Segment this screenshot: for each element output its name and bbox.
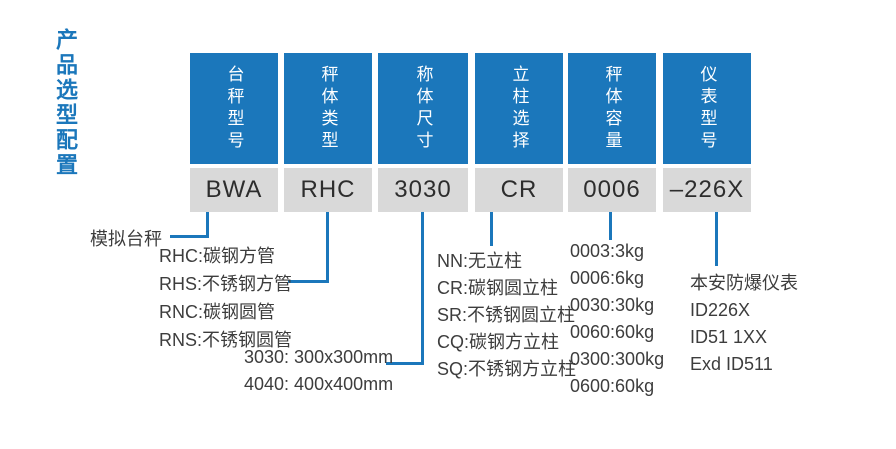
column-header-label: 称体尺寸 <box>413 64 433 153</box>
column-options-list: NN:无立柱 CR:碳钢圆立柱 SR:不锈钢圆立柱 CQ:碳钢方立柱 SQ:不锈… <box>437 248 576 383</box>
capacity-options-list: 0003:3kg 0006:6kg 0030:30kg 0060:60kg 03… <box>570 238 664 400</box>
column-header-capacity: 秤体容量 <box>568 53 656 164</box>
capacity-option: 0060:60kg <box>570 322 655 342</box>
column-option: CQ:碳钢方立柱 <box>437 332 560 352</box>
column-header-label: 仪表型号 <box>697 64 717 153</box>
capacity-option: 0003:3kg <box>570 241 645 261</box>
indicator-options-list: 本安防爆仪表 ID226X ID51 1XX Exd ID511 <box>690 270 798 378</box>
page-title: 产品选型配置 <box>53 28 78 178</box>
indicator-option: ID51 1XX <box>690 327 768 347</box>
value-cell-body-size: 3030 <box>378 168 468 212</box>
connector-line-body-type-horizontal <box>288 280 329 283</box>
column-header-body-type: 秤体类型 <box>284 53 372 164</box>
value-cell-indicator-model: –226X <box>663 168 751 212</box>
connector-line-indicator-vertical <box>715 212 718 266</box>
column-header-label: 秤体容量 <box>602 64 622 153</box>
value-cell-capacity: 0006 <box>568 168 656 212</box>
indicator-option: Exd ID511 <box>690 354 773 374</box>
body-type-options-list: RHC:碳钢方管 RHS:不锈钢方管 RNC:碳钢圆管 RNS:不锈钢圆管 <box>159 242 292 354</box>
column-header-label: 台秤型号 <box>224 64 244 153</box>
capacity-option: 0030:30kg <box>570 295 655 315</box>
label-analog-platform-scale: 模拟台秤 <box>90 229 162 249</box>
column-header-platform-model: 台秤型号 <box>190 53 278 164</box>
column-option: CR:碳钢圆立柱 <box>437 278 558 298</box>
connector-line-body-size-vertical <box>421 212 424 365</box>
size-options-list: 3030: 300x300mm 4040: 400x400mm <box>244 344 393 398</box>
column-header-body-size: 称体尺寸 <box>378 53 468 164</box>
column-option: SR:不锈钢圆立柱 <box>437 305 576 325</box>
column-header-label: 立柱选择 <box>509 64 529 153</box>
value-cell-column-select: CR <box>475 168 563 212</box>
capacity-option: 0006:6kg <box>570 268 645 288</box>
column-header-indicator-model: 仪表型号 <box>663 53 751 164</box>
body-type-option: RNS:不锈钢圆管 <box>159 330 293 350</box>
connector-line-body-type-vertical <box>326 212 329 283</box>
capacity-option: 0600:60kg <box>570 376 655 396</box>
body-type-option: RHC:碳钢方管 <box>159 246 275 266</box>
capacity-option: 0300:300kg <box>570 349 665 369</box>
size-option: 4040: 400x400mm <box>244 374 394 394</box>
connector-line-column-select-vertical <box>490 212 493 246</box>
connector-line-platform-model-vertical <box>206 212 209 238</box>
connector-line-body-size-horizontal <box>386 362 424 365</box>
column-header-label: 秤体类型 <box>318 64 338 153</box>
body-type-option: RNC:碳钢圆管 <box>159 302 275 322</box>
indicator-option: 本安防爆仪表 <box>690 273 798 293</box>
column-option: SQ:不锈钢方立柱 <box>437 359 577 379</box>
indicator-option: ID226X <box>690 300 751 320</box>
connector-line-capacity-vertical <box>609 212 612 240</box>
body-type-option: RHS:不锈钢方管 <box>159 274 293 294</box>
connector-line-platform-model-horizontal <box>170 235 209 238</box>
column-option: NN:无立柱 <box>437 251 522 271</box>
size-option: 3030: 300x300mm <box>244 347 394 367</box>
column-header-column-select: 立柱选择 <box>475 53 563 164</box>
value-cell-platform-model: BWA <box>190 168 278 212</box>
value-cell-body-type: RHC <box>284 168 372 212</box>
